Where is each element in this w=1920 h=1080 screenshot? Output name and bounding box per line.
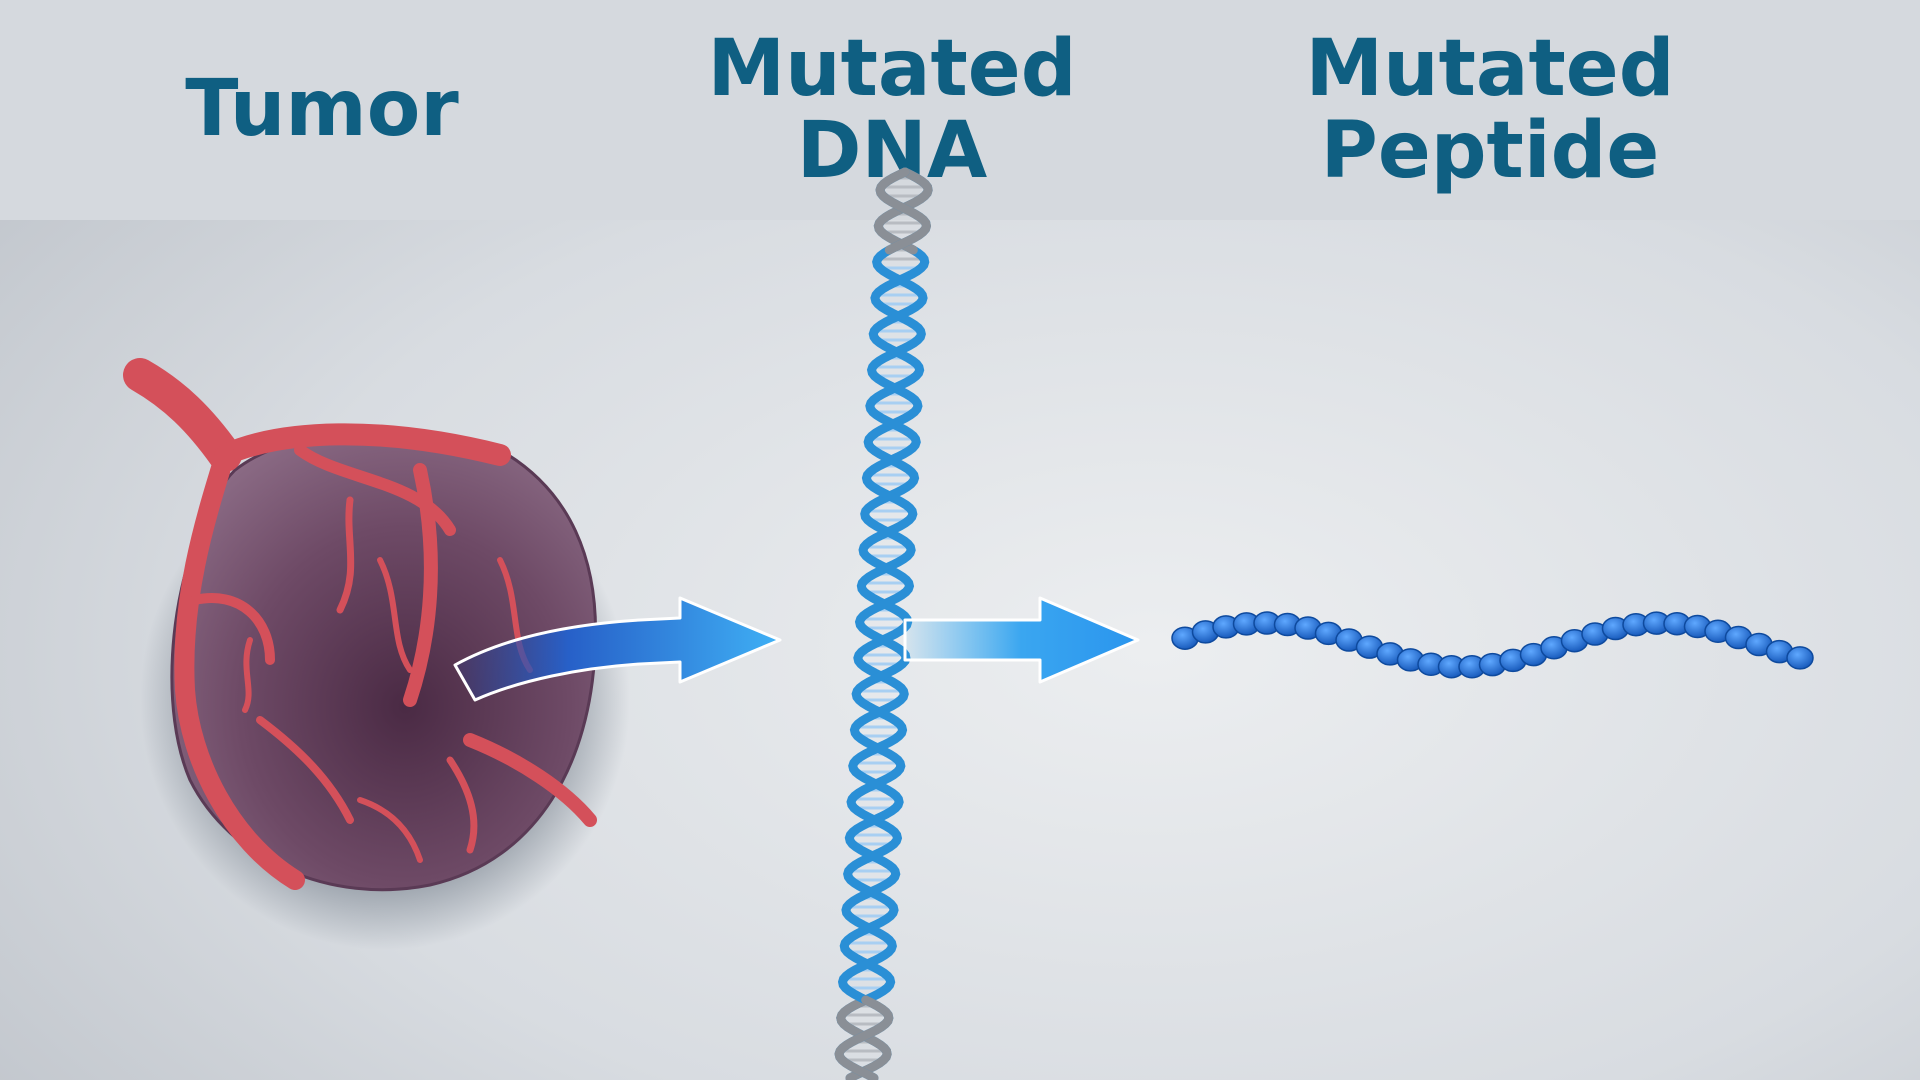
label-tumor-line-1: Tumor (185, 64, 459, 154)
dna-strand-b-top-end (875, 167, 932, 255)
label-tumor: Tumor (62, 68, 582, 150)
header-band (0, 0, 1920, 220)
label-mutated-dna: Mutated DNA (632, 28, 1152, 192)
label-dna-line-1: Mutated (707, 24, 1077, 114)
dna-strand-b (834, 167, 932, 1080)
tumor-icon (123, 358, 630, 950)
arrow-tumor-to-dna-icon (453, 596, 782, 702)
dna-helix-icon (834, 167, 933, 1080)
label-peptide-line-1: Mutated (1305, 24, 1675, 114)
dna-strand-a-bottom-end (836, 995, 892, 1080)
label-mutated-peptide: Mutated Peptide (1230, 28, 1750, 192)
label-peptide-line-2: Peptide (1320, 106, 1660, 196)
peptide-bead (1786, 646, 1814, 670)
peptide-chain-icon (1171, 611, 1814, 679)
arrow-dna-to-peptide-icon (903, 596, 1140, 684)
dna-strand-a-top-end (873, 167, 933, 255)
dna-strand-b-bottom-end (834, 995, 894, 1080)
